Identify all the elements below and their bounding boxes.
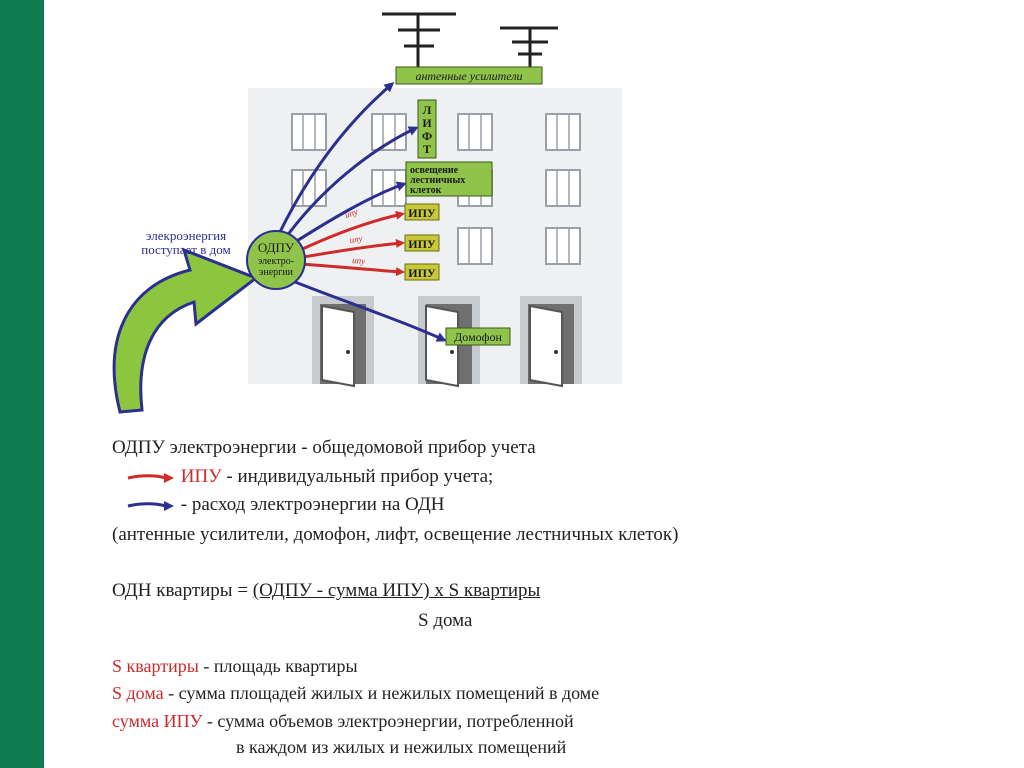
window-mullions — [302, 114, 570, 264]
label-antenna-text: антенные усилители — [415, 69, 522, 83]
arrow-to-ipu-2 — [297, 239, 405, 260]
odpu-line-2: электро- — [258, 256, 294, 267]
lift-letter-4: Т — [423, 142, 431, 156]
label-ipu-3: ИПУ — [404, 263, 440, 281]
windows — [291, 113, 581, 265]
arrow-to-antenna — [276, 82, 395, 237]
ipu-small-label-1: ипу — [344, 206, 359, 220]
label-antenna: антенные усилители — [395, 66, 543, 85]
ipu-small-label-3: ипу — [352, 255, 366, 266]
label-intercom-text: Домофон — [454, 330, 502, 344]
definition-text: - площадь квартиры — [198, 656, 358, 676]
stair-line-2: лестничных — [410, 175, 465, 186]
definition-term: S квартиры — [112, 656, 199, 676]
arrow-to-ipu-1 — [295, 210, 405, 254]
window-row-3 — [457, 227, 581, 265]
red-arrows — [295, 210, 405, 277]
lift-letter-3: Ф — [422, 129, 432, 143]
arrow-to-lift — [282, 126, 419, 241]
antenna-right-icon — [500, 26, 558, 72]
legend-line-odpu: ОДПУ электроэнергии - общедомовой прибор… — [112, 437, 536, 458]
formula-numerator: (ОДПУ - сумма ИПУ) х S квартиры — [252, 580, 541, 601]
arrow-to-ipu-3 — [297, 262, 405, 277]
blue-arrows — [276, 82, 447, 342]
legend-line-odn: - расход электроэнергии на ОДН — [126, 494, 445, 516]
door-left — [312, 296, 374, 388]
ipu-small-label-2: ипу — [349, 233, 363, 245]
stair-line-3: клеток — [410, 185, 442, 196]
door-right — [520, 296, 582, 388]
label-intercom: Домофон — [445, 327, 511, 346]
odpu-line-3: энергии — [259, 267, 294, 278]
odpu-title: ОДПУ — [258, 240, 295, 255]
legend-ipu-text: - индивидуальный прибор учета; — [221, 466, 494, 487]
label-lift: Л И Ф Т — [417, 99, 437, 159]
legend-line-examples: (антенные усилители, домофон, лифт, осве… — [112, 524, 679, 545]
antenna-left-icon — [382, 12, 456, 72]
lift-letter-2: И — [422, 116, 432, 130]
odpu-meter: ОДПУ электро- энергии — [246, 230, 306, 290]
definition-text: - сумма площадей жилых и нежилых помещен… — [163, 683, 600, 703]
definition-text: - сумма объемов электроэнергии, потребле… — [202, 711, 574, 731]
odn-formula: ОДН квартиры = (ОДПУ - сумма ИПУ) х S кв… — [112, 580, 540, 602]
arrow-to-intercom — [289, 278, 447, 342]
label-ipu-1-text: ИПУ — [408, 206, 436, 220]
left-green-bar — [0, 0, 44, 768]
definition-term: S дома — [112, 683, 164, 703]
legend-odn-text: - расход электроэнергии на ОДН — [180, 494, 445, 515]
stair-line-1: освещение — [410, 165, 459, 176]
blue-arrow-icon — [127, 500, 174, 511]
energy-diagram: ипу ипу ипу ОДПУ электро- энергии элекро… — [112, 12, 622, 414]
label-ipu-3-text: ИПУ — [408, 266, 436, 280]
label-ipu-2: ИПУ — [404, 234, 440, 252]
definition-s-house: S дома - сумма площадей жилых и нежилых … — [112, 683, 599, 704]
incoming-caption: элекроэнергия поступает в дом — [141, 228, 230, 257]
incoming-energy-arrow — [112, 247, 260, 414]
label-ipu-2-text: ИПУ — [408, 237, 436, 251]
incoming-caption-line-1: элекроэнергия — [146, 228, 226, 243]
definition-term: сумма ИПУ — [112, 711, 203, 731]
label-ipu-1: ИПУ — [404, 203, 440, 221]
formula-denominator: S дома — [418, 610, 473, 631]
legend-ipu-term: ИПУ — [180, 466, 222, 487]
lift-letter-1: Л — [423, 103, 432, 117]
legend-line-ipu: ИПУ - индивидуальный прибор учета; — [126, 466, 493, 488]
arrow-to-stair-light — [291, 181, 407, 246]
label-stair-light: освещение лестничных клеток — [405, 161, 493, 197]
incoming-caption-line-2: поступает в дом — [141, 242, 230, 257]
definition-s-apartment: S квартиры - площадь квартиры — [112, 656, 358, 677]
definition-sum-ipu-continuation: в каждом из жилых и нежилых помещений — [236, 737, 567, 757]
red-arrow-icon — [127, 472, 174, 483]
definition-sum-ipu: сумма ИПУ - сумма объемов электроэнергии… — [112, 711, 574, 732]
formula-lhs: ОДН квартиры = — [112, 580, 253, 601]
